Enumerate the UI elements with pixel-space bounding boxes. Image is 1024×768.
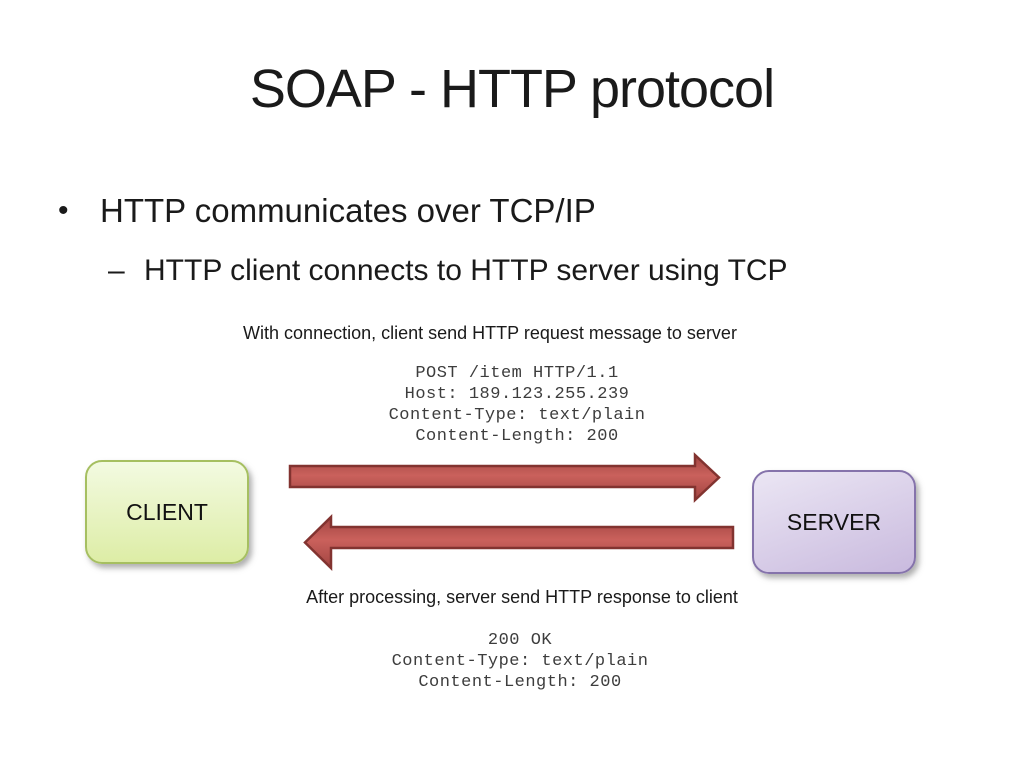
response-arrow-left-icon xyxy=(303,514,735,571)
bullet-dot-icon: • xyxy=(58,194,69,227)
bullet-sub-text: HTTP client connects to HTTP server usin… xyxy=(144,254,788,287)
client-label: CLIENT xyxy=(126,498,208,525)
http-response-message: 200 OK Content-Type: text/plain Content-… xyxy=(16,630,1024,693)
http-request-message: POST /item HTTP/1.1 Host: 189.123.255.23… xyxy=(10,363,1024,447)
response-line: 200 OK xyxy=(487,631,553,650)
request-caption: With connection, client send HTTP reques… xyxy=(243,323,737,343)
slide-title: SOAP - HTTP protocol xyxy=(249,59,775,119)
request-line: Content-Type: text/plain xyxy=(388,406,646,425)
request-line: Content-Length: 200 xyxy=(415,427,619,446)
bullet-item-sub: – HTTP client connects to HTTP server us… xyxy=(108,251,788,291)
server-label: SERVER xyxy=(786,508,882,535)
server-box: SERVER xyxy=(752,470,916,574)
dash-bullet-icon: – xyxy=(108,254,125,287)
response-caption: After processing, server send HTTP respo… xyxy=(306,587,738,607)
client-box: CLIENT xyxy=(85,460,249,564)
request-line: Host: 189.123.255.239 xyxy=(404,385,630,404)
request-line: POST /item HTTP/1.1 xyxy=(415,364,619,383)
bullet-main-text: HTTP communicates over TCP/IP xyxy=(100,192,596,229)
request-arrow-right-icon xyxy=(288,452,721,503)
response-line: Content-Type: text/plain xyxy=(391,652,649,671)
response-line: Content-Length: 200 xyxy=(418,673,622,692)
bullet-item-main: • HTTP communicates over TCP/IP xyxy=(58,190,596,232)
